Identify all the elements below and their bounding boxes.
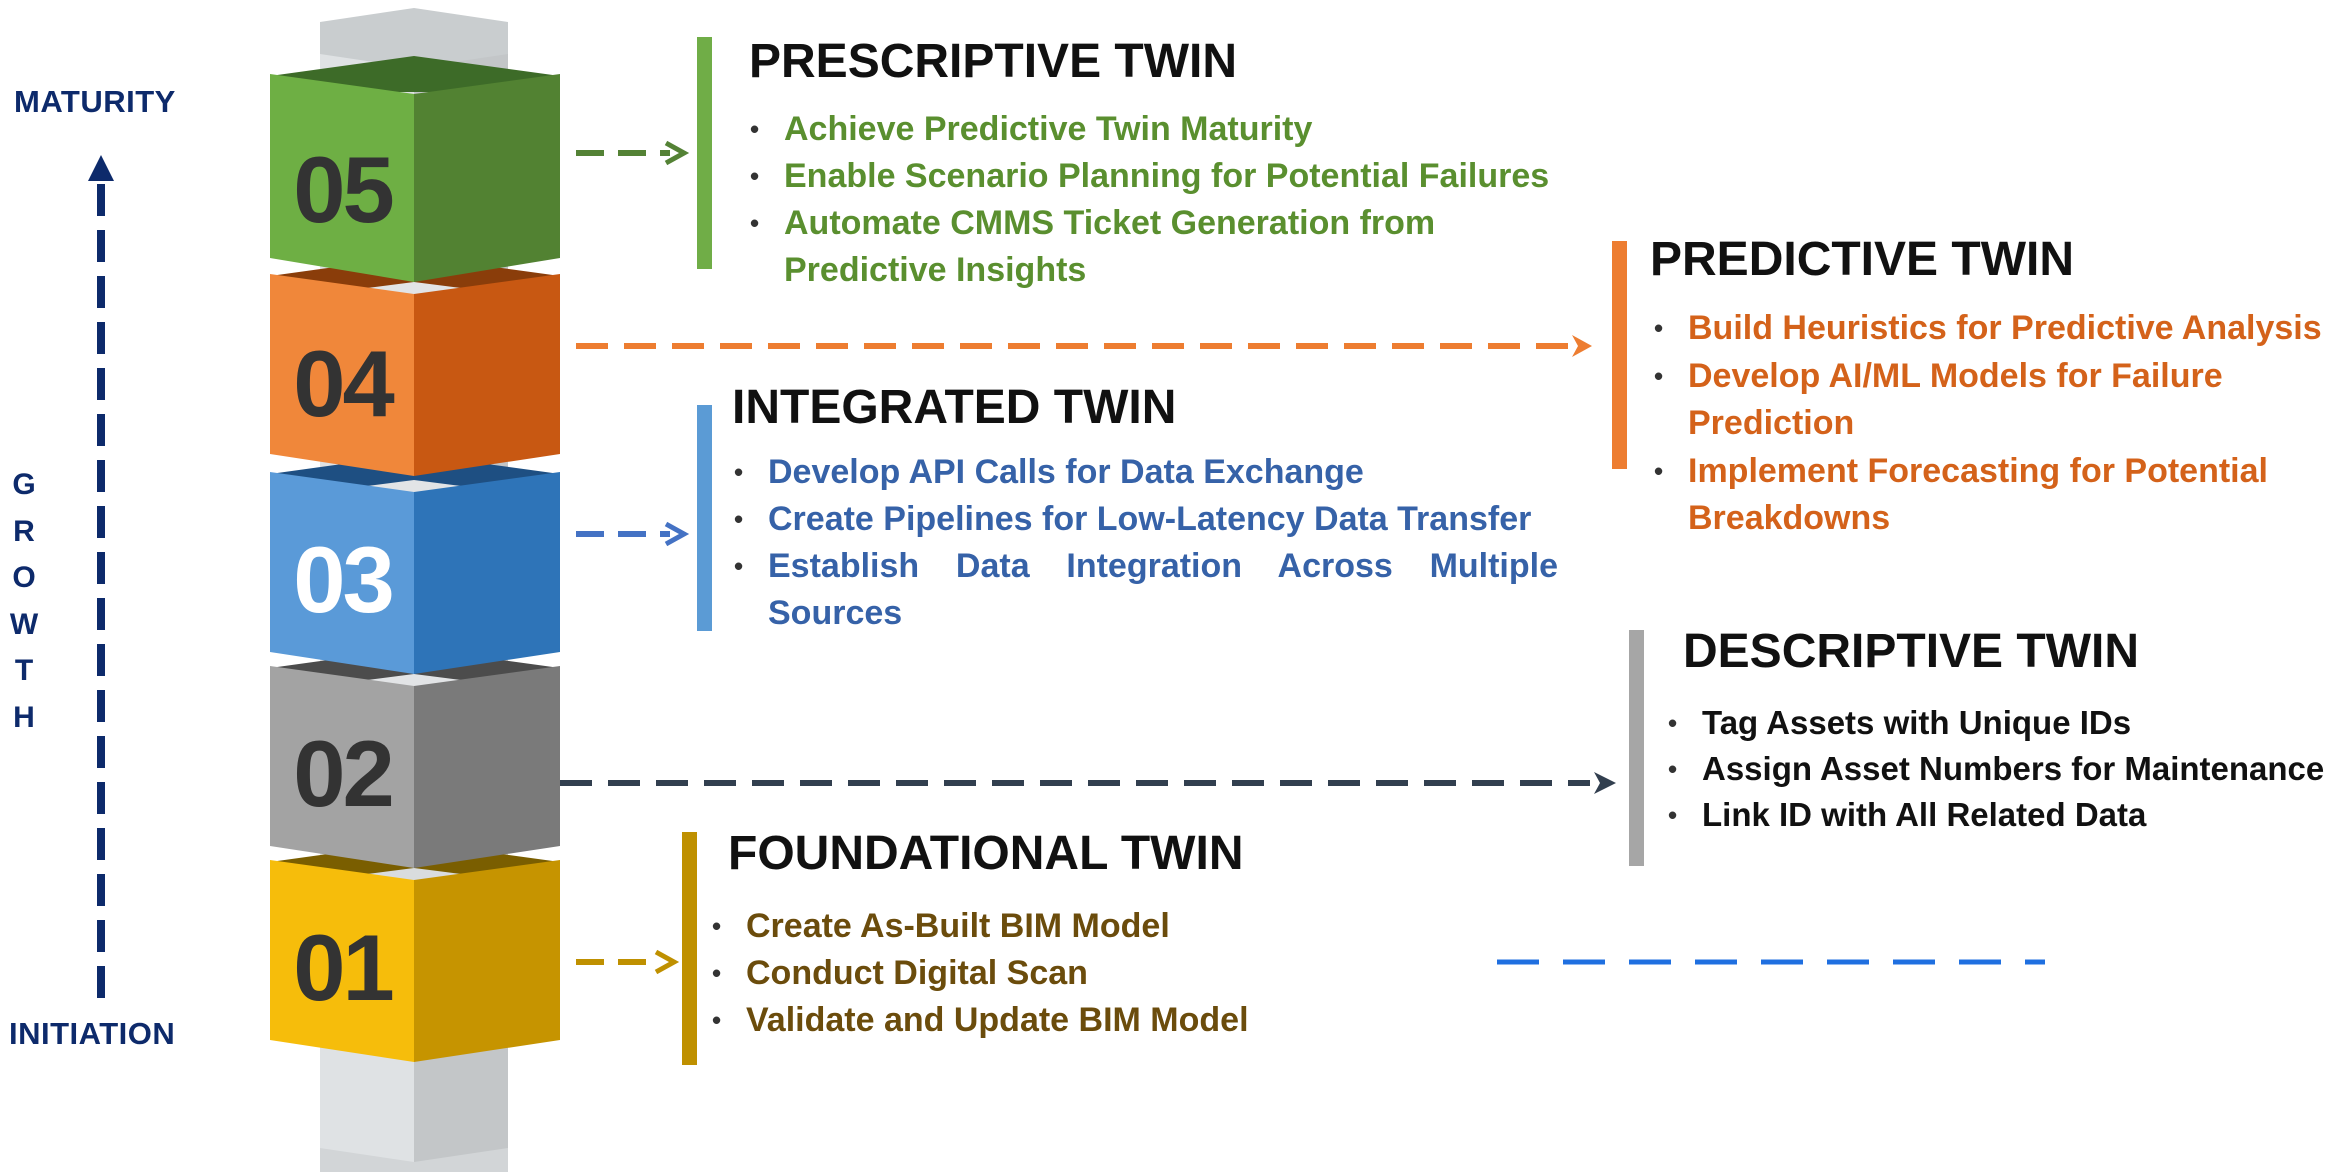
list-item: Conduct Digital Scan [710, 950, 1410, 997]
list-item: Establish Data Integration Across Multip… [732, 543, 1558, 637]
list-item: Validate and Update BIM Model [710, 997, 1410, 1044]
list-item: Tag Assets with Unique IDs [1666, 700, 2343, 746]
list-item: Achieve Predictive Twin Maturity [748, 106, 1578, 153]
axis-top-label: MATURITY [14, 84, 176, 119]
bullet-list: Develop API Calls for Data Exchange Crea… [732, 449, 1562, 637]
bullet-list: Build Heuristics for Predictive Analysis… [1652, 305, 2342, 542]
growth-label: G R O W T H [4, 462, 44, 741]
step-number: 05 [293, 137, 395, 242]
pillar-top-cap [320, 8, 508, 68]
arrow-right-icon [1594, 772, 1616, 794]
panel-accent-bar [697, 37, 712, 269]
growth-letter: W [9, 607, 39, 641]
panel-accent-bar [1629, 630, 1644, 866]
arrow-up-icon [88, 155, 114, 181]
panel-title: INTEGRATED TWIN [732, 381, 1177, 434]
step-number: 03 [293, 527, 395, 632]
connector-04 [576, 335, 1592, 357]
panel-title: PRESCRIPTIVE TWIN [749, 35, 1238, 88]
list-item: Create As-Built BIM Model [710, 903, 1410, 950]
growth-letter: G [12, 468, 36, 501]
connector-03 [576, 521, 690, 547]
bullet-list: Tag Assets with Unique IDs Assign Asset … [1666, 700, 2343, 838]
arrow-right-icon [664, 140, 690, 166]
arrow-right-icon [664, 521, 690, 547]
growth-arrow [88, 155, 114, 998]
pillar-bottom [320, 1148, 508, 1172]
step-number: 02 [293, 721, 395, 826]
panel-title: PREDICTIVE TWIN [1650, 233, 2075, 286]
panel-accent-bar [1612, 241, 1627, 469]
bullet-list: Achieve Predictive Twin Maturity Enable … [748, 106, 1578, 294]
list-item: Develop AI/ML Models for Failure Predict… [1652, 353, 2328, 447]
bullet-list: Create As-Built BIM Model Conduct Digita… [710, 903, 1410, 1044]
axis-bottom-label: INITIATION [9, 1016, 176, 1051]
list-item: Enable Scenario Planning for Potential F… [748, 153, 1578, 200]
panel-title: FOUNDATIONAL TWIN [728, 827, 1244, 880]
growth-letter: T [14, 654, 34, 687]
list-item: Develop API Calls for Data Exchange [732, 449, 1562, 496]
band-05 [270, 56, 560, 282]
list-item: Create Pipelines for Low-Latency Data Tr… [732, 496, 1562, 543]
list-item: Assign Asset Numbers for Maintenance [1666, 746, 2343, 792]
growth-letter: O [12, 561, 36, 594]
panel-accent-bar [697, 405, 712, 631]
list-item: Implement Forecasting for Potential Brea… [1652, 448, 2328, 542]
growth-letter: H [13, 700, 35, 734]
connector-02 [560, 772, 1616, 794]
arrow-right-icon [1572, 335, 1592, 357]
step-number: 01 [293, 915, 395, 1020]
band-01 [270, 842, 560, 1062]
list-item: Automate CMMS Ticket Generation from Pre… [748, 200, 1484, 294]
connector-01 [576, 949, 680, 975]
step-number: 04 [293, 331, 395, 436]
growth-letter: R [13, 514, 35, 548]
arrow-right-icon [654, 949, 680, 975]
list-item: Build Heuristics for Predictive Analysis [1652, 305, 2343, 352]
band-02 [270, 648, 560, 868]
list-item: Link ID with All Related Data [1666, 792, 2343, 838]
panel-title: DESCRIPTIVE TWIN [1683, 625, 2140, 678]
connector-05 [576, 140, 690, 166]
panel-accent-bar [682, 832, 697, 1065]
